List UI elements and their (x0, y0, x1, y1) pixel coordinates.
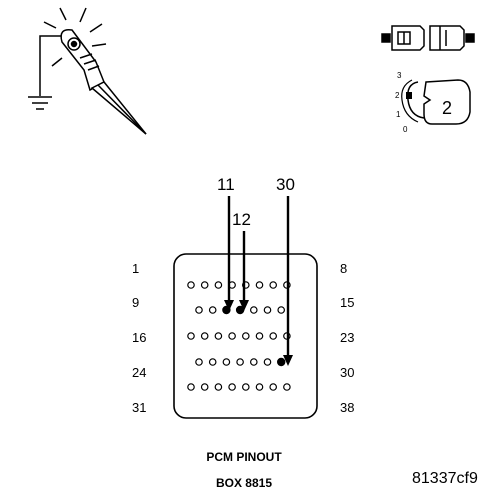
ignition-position-3: 3 (397, 71, 402, 80)
connector-pin-13 (250, 306, 258, 314)
connector-pin-21 (255, 332, 264, 340)
callout-label-11: 11 (217, 175, 235, 194)
row-label-left: 9 (132, 295, 139, 310)
caption-title: PCM PINOUT (206, 450, 282, 464)
row-label-right: 30 (340, 365, 354, 380)
connector-icon (381, 25, 475, 51)
callout-arrowhead-12 (239, 300, 249, 311)
callout-11: 11 (217, 175, 235, 311)
connector-pin-1 (187, 281, 195, 289)
row-label-right: 15 (340, 295, 354, 310)
figure-id: 81337cf9 (412, 470, 478, 487)
connector-pin-25 (208, 358, 217, 366)
callout-arrowhead-30 (283, 355, 293, 366)
callout-label-30: 30 (276, 175, 295, 194)
connector-pin-38 (283, 383, 291, 391)
connector-pin-24 (195, 358, 203, 366)
connector-pin-2 (200, 281, 209, 289)
connector-pin-20 (242, 332, 250, 340)
callout-30: 30 (276, 175, 295, 366)
row-labels-right: 8 15 23 30 38 (340, 261, 354, 415)
connector-pin-26 (222, 358, 231, 366)
ignition-key-label: 2 (442, 98, 452, 118)
row-label-left: 16 (132, 330, 146, 345)
test-light-probe-icon (28, 7, 147, 135)
connector-pin-36 (255, 383, 264, 391)
connector-pin-14 (263, 306, 272, 314)
connector-pin-34 (228, 383, 236, 391)
callout-arrowhead-11 (224, 300, 234, 311)
connector-pin-18 (214, 332, 223, 340)
ignition-position-0: 0 (403, 125, 408, 134)
connector-pin-3 (214, 281, 223, 289)
callout-label-12: 12 (232, 210, 251, 229)
connector-pin-22 (269, 332, 278, 340)
connector-pin-17 (200, 332, 209, 340)
ignition-key-icon: 3 2 1 0 2 (395, 71, 471, 134)
connector-pin-37 (269, 383, 278, 391)
connector-pin-9 (195, 306, 203, 314)
row-label-right: 23 (340, 330, 354, 345)
row-label-left: 31 (132, 400, 146, 415)
row-labels-left: 1 9 16 24 31 (132, 261, 146, 415)
connector-pin-33 (214, 383, 223, 391)
ignition-position-1: 1 (396, 110, 401, 119)
row-label-left: 1 (132, 261, 139, 276)
row-label-right: 38 (340, 400, 354, 415)
connector-pin-7 (269, 281, 278, 289)
connector-pin-10 (208, 306, 217, 314)
callout-12: 12 (232, 210, 251, 311)
connector-pin-35 (242, 383, 250, 391)
connector-pin-19 (228, 332, 236, 340)
ignition-position-2: 2 (395, 91, 400, 100)
connector-pin-31 (187, 383, 195, 391)
row-label-left: 24 (132, 365, 146, 380)
connector-pin-15 (277, 306, 286, 314)
caption-box: BOX 8815 (216, 476, 272, 490)
connector-pin-32 (200, 383, 209, 391)
connector-pin-6 (255, 281, 264, 289)
connector-pin-29 (263, 358, 272, 366)
connector-pin-16 (187, 332, 195, 340)
row-label-right: 8 (340, 261, 347, 276)
connector-pin-30 (277, 357, 286, 367)
connector-pin-27 (236, 358, 244, 366)
connector-pin-28 (250, 358, 258, 366)
